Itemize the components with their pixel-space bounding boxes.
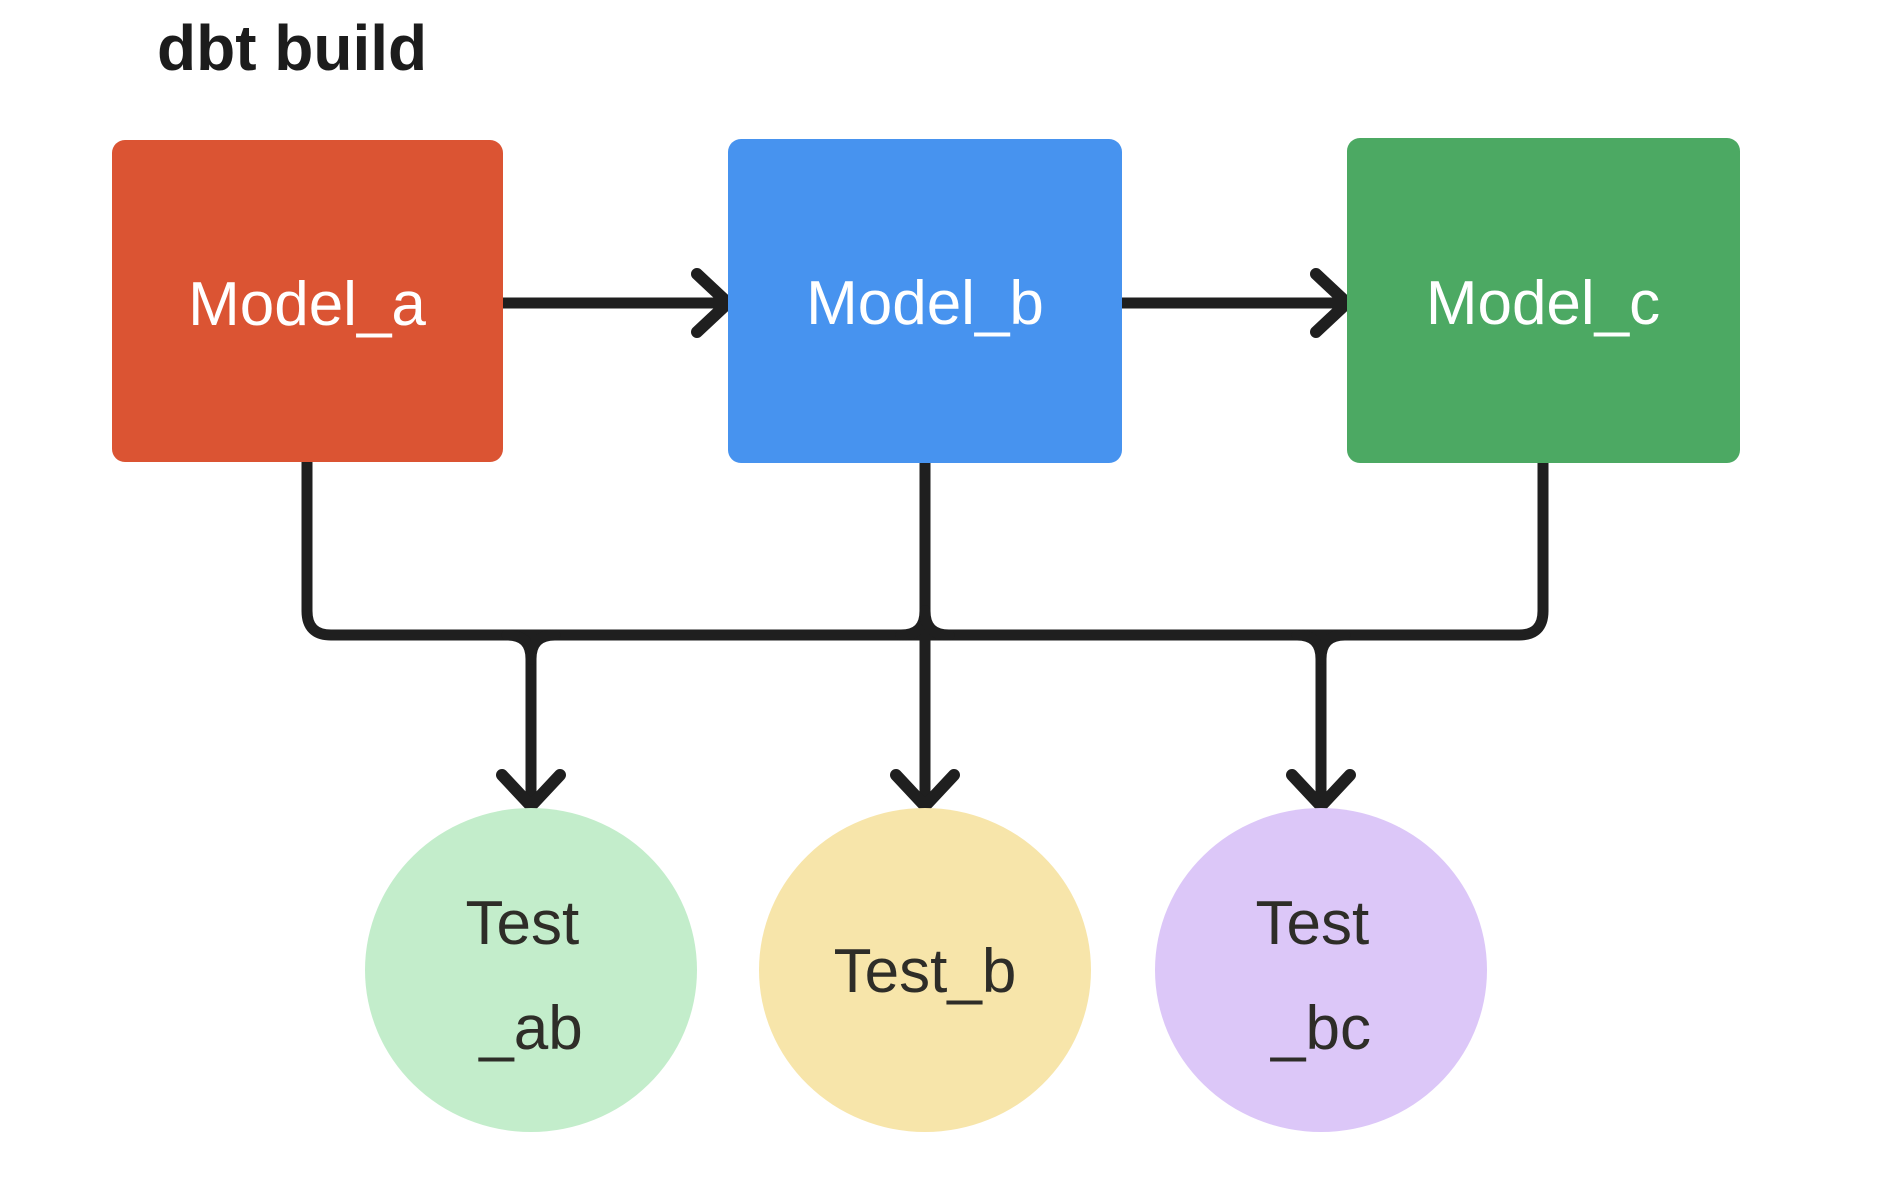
test-bc-circle (1155, 808, 1487, 1132)
edge-layer (301, 268, 1549, 812)
test-bc-label: Test _bc (1256, 889, 1387, 1063)
test-b-circle (759, 808, 1091, 1132)
model-b-box (728, 139, 1122, 463)
model-c-box (1347, 138, 1740, 463)
test-bc-label-line2: _bc (1270, 994, 1371, 1063)
test-b-label: Test_b (834, 937, 1017, 1006)
junction-fillet (525, 629, 561, 665)
test-ab-circle (365, 808, 697, 1132)
model-a-label: Model_a (188, 270, 426, 339)
node-model-a: Model_a (112, 140, 503, 462)
arrowhead-down-icon (890, 769, 960, 812)
node-model-b: Model_b (728, 139, 1122, 463)
test-b-label-line1: Test_b (834, 937, 1017, 1006)
node-test-bc: Test _bc (1155, 808, 1487, 1132)
test-ab-label-line1: Test (466, 889, 580, 958)
model-c-label: Model_c (1426, 269, 1660, 338)
diagram-title: dbt build (157, 12, 427, 84)
model-a-box (112, 140, 503, 462)
test-ab-label-line2: _ab (478, 994, 582, 1063)
test-ab-label: Test _ab (466, 889, 597, 1063)
arrowhead-down-icon (496, 769, 566, 812)
node-model-c: Model_c (1347, 138, 1740, 463)
junction-fillet (919, 605, 955, 641)
node-test-b: Test_b (759, 808, 1091, 1132)
junction-fillet (1315, 629, 1351, 665)
node-test-ab: Test _ab (365, 808, 697, 1132)
model-b-label: Model_b (806, 269, 1044, 338)
arrowhead-down-icon (1286, 769, 1356, 812)
test-bc-label-line1: Test (1256, 889, 1370, 958)
